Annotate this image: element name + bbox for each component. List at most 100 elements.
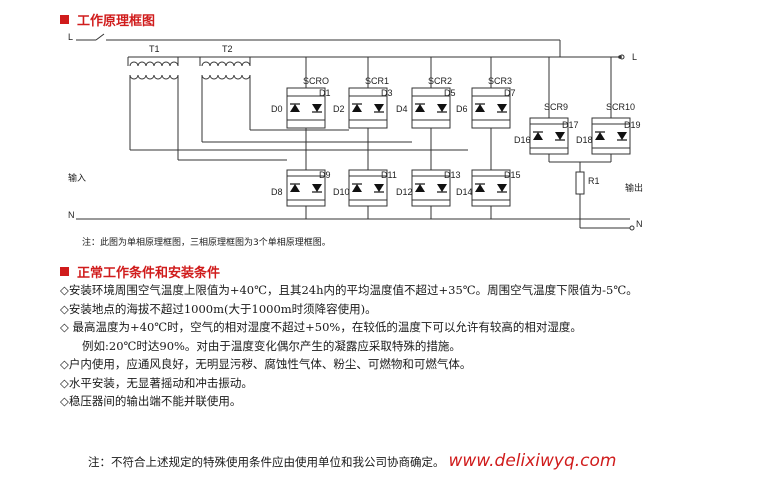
coil-turn — [153, 74, 163, 80]
coil-turn — [169, 74, 179, 80]
diode-symbol-up — [415, 184, 425, 192]
diode-label: D13 — [444, 170, 461, 180]
diode-label: D10 — [333, 187, 350, 197]
transformer-t2-label: T2 — [222, 44, 233, 54]
lower-unit-1 — [348, 169, 388, 207]
coil-turn — [129, 61, 139, 67]
unit-box — [529, 117, 569, 155]
coil-turn — [201, 74, 211, 80]
diagram-labels: L L N N T1 T2 输入 输出 R1 SCROD0D1SCR1D2D3S… — [68, 32, 643, 229]
diode-symbol-up — [290, 184, 300, 192]
scr-label: SCR1 — [365, 76, 389, 86]
condition-item: ◇水平安装，无显著摇动和冲击振动。 — [60, 375, 253, 390]
diode-symbol-up — [475, 184, 485, 192]
condition-item: ◇安装地点的海拔不超过1000m(大于1000m时须降容使用)。 — [60, 301, 377, 316]
diode-label: D8 — [271, 187, 283, 197]
diode-symbol-up — [415, 104, 425, 112]
right-unit-0 — [529, 117, 569, 155]
website-link[interactable]: www.delixiwyq.com — [448, 451, 617, 471]
condition-item: 例如:20℃时达90%。对由于温度变化偶尔产生的凝露应采取特殊的措施。 — [82, 338, 461, 353]
diode-symbol-down — [437, 104, 447, 112]
coil-turn — [137, 61, 147, 67]
terminal-n — [629, 225, 635, 231]
diode-label: D1 — [319, 88, 331, 98]
diode-symbol-up — [352, 104, 362, 112]
upper-unit-2 — [411, 87, 451, 129]
section-header-conditions: 正常工作条件和安装条件 — [60, 262, 220, 281]
right-unit-1 — [591, 117, 631, 155]
unit-box — [348, 87, 388, 129]
coil-turn — [233, 74, 243, 80]
lower-unit-2 — [411, 169, 451, 207]
diode-symbol-up — [290, 104, 300, 112]
line-n-left-label: N — [68, 210, 75, 220]
diagram-note: 注：此图为单相原理框图，三相原理框图为3个单相原理框图。 — [82, 238, 331, 248]
coil-turn — [217, 74, 227, 80]
coil-turn — [225, 61, 235, 67]
diode-symbol-down — [437, 184, 447, 192]
diode-label: D6 — [456, 104, 468, 114]
coil-turn — [137, 74, 147, 80]
diode-symbol-down — [497, 104, 507, 112]
coil-turn — [233, 61, 243, 67]
diode-symbol-up — [475, 104, 485, 112]
unit-box — [411, 169, 451, 207]
coil-turn — [153, 61, 163, 67]
red-square-icon — [60, 15, 69, 24]
diode-label: D18 — [576, 135, 593, 145]
diode-label: D16 — [514, 135, 531, 145]
coil-turn — [161, 61, 171, 67]
condition-item: ◇安装环境周围空气温度上限值为+40℃，且其24h内的平均温度值不超过+35℃。… — [60, 283, 638, 297]
scr-label: SCR9 — [544, 102, 568, 112]
scr-label: SCR2 — [428, 76, 452, 86]
upper-unit-0 — [286, 87, 326, 129]
coil-turn — [161, 74, 171, 80]
diode-symbol-down — [497, 184, 507, 192]
diode-symbol-up — [352, 184, 362, 192]
condition-item: ◇户内使用，应通风良好，无明显污秽、腐蚀性气体、粉尘、可燃物和可燃气体。 — [60, 357, 472, 371]
line-l-left-label: L — [68, 32, 73, 42]
coil-turn — [241, 74, 251, 80]
wires — [76, 33, 635, 231]
scr-label: SCRO — [303, 76, 329, 86]
coil-turn — [201, 61, 211, 67]
diode-label: D19 — [624, 120, 641, 130]
switch-contact — [95, 33, 105, 41]
transformer-t1 — [129, 61, 179, 80]
diode-label: D12 — [396, 187, 413, 197]
diode-symbol-down — [312, 184, 322, 192]
coil-turn — [225, 74, 235, 80]
diode-label: D15 — [504, 170, 521, 180]
diode-symbol-down — [312, 104, 322, 112]
transformer-t1-label: T1 — [149, 44, 160, 54]
coil-turn — [169, 61, 179, 67]
red-square-icon — [60, 267, 69, 276]
condition-item: ◇ 最高温度为+40℃时，空气的相对湿度不超过+50%，在较低的温度下可以允许有… — [60, 320, 582, 334]
diode-label: D4 — [396, 104, 408, 114]
diode-symbol-down — [617, 132, 627, 140]
section-title: 工作原理框图 — [77, 14, 156, 29]
unit-box — [471, 169, 511, 207]
coil-turn — [129, 74, 139, 80]
unit-box — [286, 169, 326, 207]
circuit-diagram: L L N N T1 T2 输入 输出 R1 SCROD0D1SCR1D2D3S… — [68, 32, 643, 231]
section-title: 正常工作条件和安装条件 — [77, 266, 221, 281]
diode-label: D7 — [504, 88, 516, 98]
diode-label: D3 — [381, 88, 393, 98]
diode-symbol-up — [595, 132, 605, 140]
upper-unit-3 — [471, 87, 511, 129]
line-l-right-label: L — [632, 52, 637, 62]
resistor-label: R1 — [588, 176, 600, 186]
unit-box — [411, 87, 451, 129]
transformer-t2 — [201, 61, 251, 80]
diode-symbol-up — [533, 132, 543, 140]
section-header-diagram: 工作原理框图 — [60, 10, 155, 29]
input-label: 输入 — [68, 172, 86, 183]
diode-label: D9 — [319, 170, 331, 180]
unit-box — [348, 169, 388, 207]
diode-label: D17 — [562, 120, 579, 130]
thyristor-units — [286, 87, 631, 207]
diode-label: D14 — [456, 187, 473, 197]
coil-turn — [209, 61, 219, 67]
coil-turn — [145, 74, 155, 80]
